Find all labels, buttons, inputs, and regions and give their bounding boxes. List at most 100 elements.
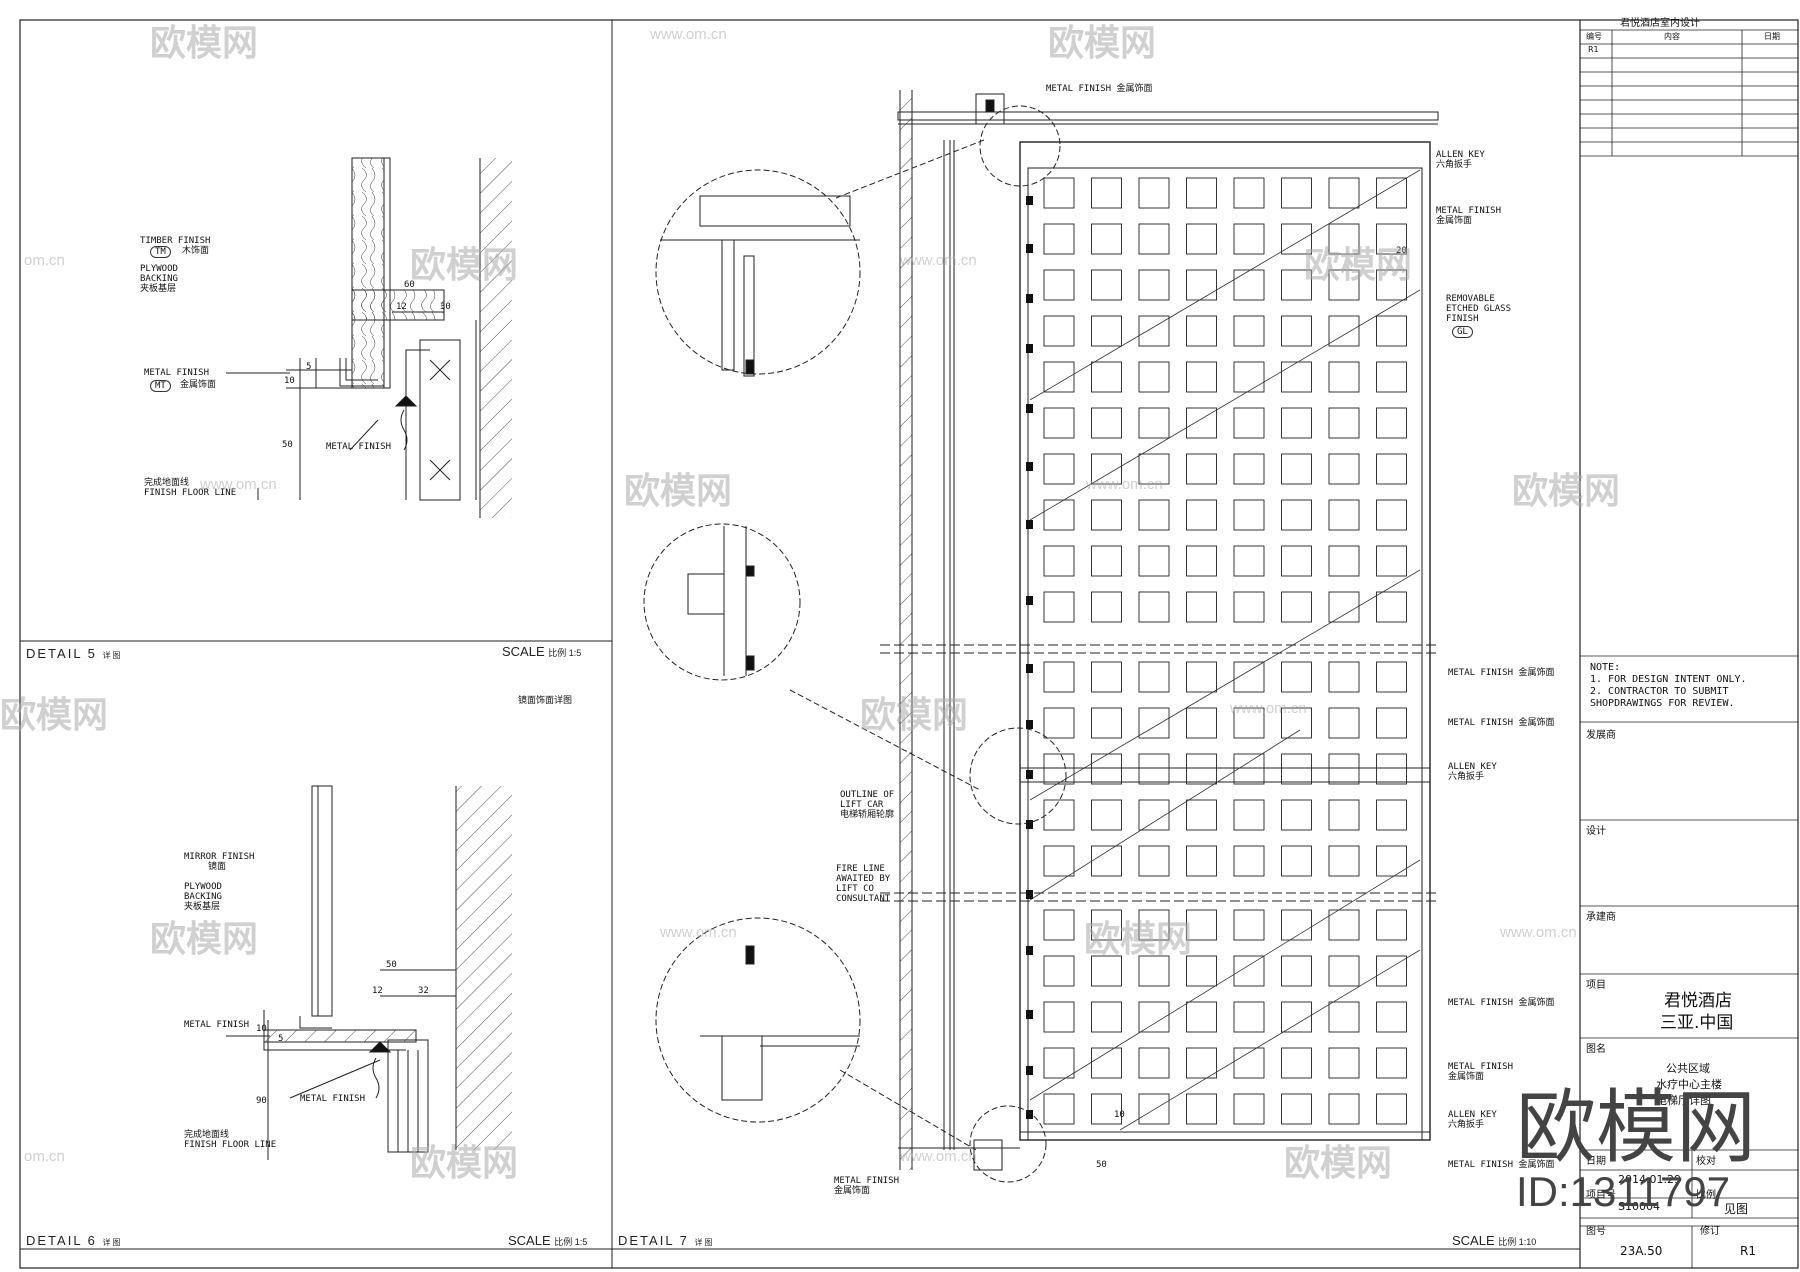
fastener-mark: [1026, 1110, 1033, 1119]
scale-value: 见图: [1724, 1202, 1749, 1216]
timber-cn-label: 木饰面: [182, 246, 210, 256]
glass-panel-cell: [1328, 407, 1360, 439]
label-issuer: 发展商: [1586, 730, 1616, 741]
glass-panel-cell: [1376, 499, 1407, 531]
dim-5: 5: [306, 362, 312, 372]
dim-10-7: 10: [1114, 1110, 1125, 1120]
glass-panel-cell: [1233, 799, 1265, 831]
glass-panel-cell: [1281, 545, 1312, 577]
glass-panel-cell: [1328, 845, 1360, 877]
dim-20-7: 20: [1396, 246, 1407, 256]
glass-panel-cell: [1138, 1001, 1170, 1033]
timber-tag: TM: [150, 246, 171, 258]
glass-panel-cell: [1233, 407, 1265, 439]
glass-panel-cell: [1186, 499, 1217, 531]
metal-finish-8: METAL FINISH 金属饰面: [834, 1176, 900, 1196]
title-block-notes: NOTE: 1. FOR DESIGN INTENT ONLY. 2. CONT…: [1590, 662, 1747, 709]
glass-panel-cell: [1043, 177, 1075, 209]
glass-panel-cell: [1281, 361, 1312, 393]
title-block-header: 君悦酒店室内设计: [1620, 18, 1700, 29]
glass-panel-cell: [1376, 909, 1407, 941]
glass-panel-cell: [1138, 545, 1170, 577]
dim-12: 12: [396, 302, 407, 312]
glass-panel-cell: [1233, 269, 1265, 301]
etched-glass-grid: [1043, 177, 1407, 1125]
fastener-mark: [1026, 720, 1033, 729]
glass-panel-cell: [1091, 591, 1122, 623]
metal-finish-2: METAL FINISH 金属饰面: [1436, 206, 1502, 226]
dim-90-6: 90: [256, 1096, 267, 1106]
glass-panel-cell: [1376, 1047, 1407, 1079]
metal-finish-label: METAL FINISH: [144, 368, 210, 378]
allen-key-2: ALLEN KEY 六角扳手: [1448, 762, 1497, 782]
detail-7-elevation: [880, 90, 1439, 1171]
metal-finish-3: METAL FINISH 金属饰面: [1448, 668, 1555, 678]
dim-30: 30: [440, 302, 451, 312]
detail-6-title: DETAIL 6 详图: [26, 1233, 123, 1248]
glass-panel-cell: [1233, 909, 1265, 941]
fastener-mark: [1026, 770, 1033, 779]
glass-panel-cell: [1138, 499, 1170, 531]
glass-tag: GL: [1452, 326, 1473, 338]
fastener-mark: [1026, 294, 1033, 303]
label-date: 日期: [1586, 1156, 1606, 1167]
glass-panel-cell: [1091, 407, 1122, 439]
glass-panel-cell: [1281, 1001, 1312, 1033]
glass-panel-cell: [1328, 753, 1360, 785]
drawing-no: 23A.50: [1620, 1244, 1663, 1258]
dim-10: 10: [284, 376, 295, 386]
label-project-no: 项目号: [1586, 1190, 1616, 1201]
glass-panel-cell: [1138, 223, 1170, 255]
fastener-mark: [1026, 520, 1033, 529]
callout-circles: [643, 105, 1067, 1183]
dim-50: 50: [282, 440, 293, 450]
glass-panel-cell: [1328, 545, 1360, 577]
glass-panel-cell: [1043, 753, 1075, 785]
glass-panel-cell: [1281, 177, 1312, 209]
dim-60: 60: [404, 280, 415, 290]
glass-panel-cell: [1186, 315, 1217, 347]
glass-panel-cell: [1376, 223, 1407, 255]
glass-panel-cell: [1091, 361, 1122, 393]
glass-panel-cell: [1281, 753, 1312, 785]
label-drawing: 图名: [1586, 1044, 1606, 1055]
metal-finish-4: METAL FINISH 金属饰面: [1448, 718, 1555, 728]
fastener-mark: [1026, 664, 1033, 673]
detail-7-scale: SCALE 比例 1:10: [1452, 1233, 1537, 1248]
glass-panel-cell: [1138, 269, 1170, 301]
glass-panel-cell: [1376, 661, 1407, 693]
timber-finish-label: TIMBER FINISH: [140, 236, 211, 246]
glass-panel-cell: [1328, 799, 1360, 831]
finish-floor-label: 完成地面线 FINISH FLOOR LINE: [144, 478, 237, 498]
metal-tag: MT: [150, 380, 171, 392]
label-drawing-no: 图号: [1586, 1226, 1606, 1237]
glass-panel-cell: [1091, 545, 1122, 577]
fastener-mark: [1026, 890, 1033, 899]
metal-finish-label-2: METAL FINISH: [326, 442, 392, 452]
dim-50-6: 50: [386, 960, 397, 970]
glass-panel-cell: [1328, 1093, 1360, 1125]
glass-panel-cell: [1091, 845, 1122, 877]
glass-panel-cell: [1233, 661, 1265, 693]
glass-panel-cell: [1091, 453, 1122, 485]
glass-panel-cell: [1281, 269, 1312, 301]
glass-panel-cell: [1043, 707, 1075, 739]
glass-panel-cell: [1186, 661, 1217, 693]
detail-5-scale: SCALE 比例 1:5: [502, 644, 582, 659]
fastener-mark: [1026, 1010, 1033, 1019]
drawing-name-1: 公共区域: [1666, 1062, 1710, 1075]
detail-5-drawing: [226, 157, 512, 518]
glass-panel-cell: [1186, 1047, 1217, 1079]
glass-panel-cell: [1043, 499, 1075, 531]
glass-panel-cell: [1328, 591, 1360, 623]
glass-panel-cell: [1091, 753, 1122, 785]
glass-panel-cell: [1138, 407, 1170, 439]
metal-finish-label-6a: METAL FINISH: [184, 1020, 250, 1030]
plywood-backing-label: PLYWOOD BACKING 夹板基层: [140, 264, 178, 294]
glass-panel-cell: [1138, 361, 1170, 393]
finish-floor-label-6: 完成地面线 FINISH FLOOR LINE: [184, 1130, 277, 1150]
glass-panel-cell: [1233, 1093, 1265, 1125]
glass-panel-cell: [1043, 909, 1075, 941]
rev-col-date: 日期: [1764, 32, 1780, 41]
glass-panel-cell: [1091, 1093, 1122, 1125]
